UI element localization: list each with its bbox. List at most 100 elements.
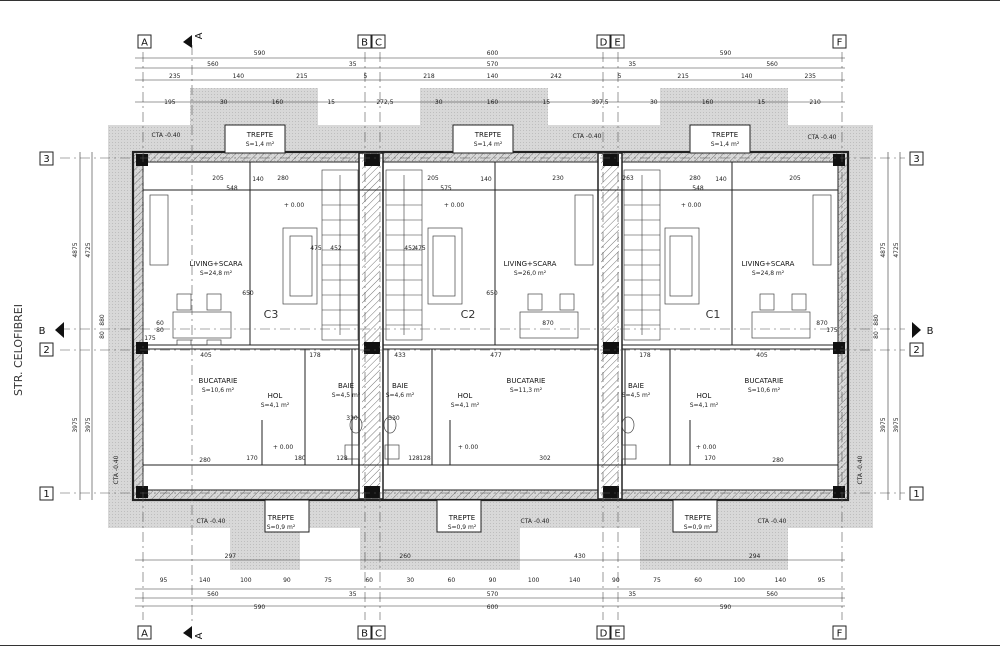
room-trepte-top-2: TREPTE	[711, 131, 738, 139]
porches	[224, 124, 751, 533]
room-bucatarie-0: BUCATARIE	[199, 377, 238, 385]
dim-inner-3: 575	[440, 185, 452, 192]
dim-bot-r2-14: 100	[733, 577, 745, 584]
dim-inner-16: 405	[756, 352, 768, 359]
area-living-0: S=24,8 m²	[200, 270, 233, 277]
dim-top-r3-9: 140	[741, 73, 753, 80]
axis-label-top-3: D	[600, 38, 608, 49]
axis-label-bottom-3: D	[600, 629, 608, 640]
dim-bot-r4-2: 590	[720, 604, 732, 611]
dim-top-r2-4: 560	[766, 61, 778, 68]
floor-level-2: + 0.00	[681, 202, 701, 209]
dim-inner-38: 60	[156, 320, 164, 327]
dim-top-r3-1: 140	[233, 73, 245, 80]
dim-bot-r2-11: 90	[612, 577, 620, 584]
dim-left-4: 3975	[85, 417, 92, 432]
area-living-2: S=24,8 m²	[752, 270, 785, 277]
room-living-0: LIVING+SCARA	[190, 260, 243, 268]
wall-hatch-bottom	[134, 490, 847, 499]
dim-inner-30: 870	[542, 320, 554, 327]
dim-top-r4-11: 15	[758, 99, 766, 106]
dim-left-2: 880	[99, 314, 106, 326]
dim-top-r1-2: 590	[720, 50, 732, 57]
dim-bot-r1-1: 260	[399, 553, 411, 560]
wall-hatch-top	[134, 153, 847, 162]
section-mark-bottom: A	[194, 632, 205, 639]
cta-level-0: CTA -0.40	[152, 132, 181, 139]
dim-bot-r2-5: 60	[365, 577, 373, 584]
dim-bot-r1-0: 297	[225, 553, 237, 560]
dim-top-r2-3: 35	[628, 61, 636, 68]
dim-inner-25: 302	[539, 455, 551, 462]
room-living-1: LIVING+SCARA	[504, 260, 557, 268]
dim-top-r4-2: 160	[272, 99, 284, 106]
room-trepte-top-1: TREPTE	[474, 131, 501, 139]
furniture	[149, 194, 832, 346]
dim-top-r4-3: 15	[327, 99, 335, 106]
axis-label-right-0: 3	[913, 154, 919, 165]
dim-inner-12: 140	[715, 176, 727, 183]
dim-top-r4-1: 30	[220, 99, 228, 106]
axis-label-top-2: C	[375, 38, 382, 49]
section-mark-left: B	[39, 326, 46, 337]
dim-top-r3-5: 140	[487, 73, 499, 80]
room-living-2: LIVING+SCARA	[742, 260, 795, 268]
cta-level-4: CTA -0.40	[521, 518, 550, 525]
dim-bot-r2-8: 90	[489, 577, 497, 584]
floor-level-0: + 0.00	[284, 202, 304, 209]
dim-inner-15: 477	[490, 352, 502, 359]
room-bucatarie-2: BUCATARIE	[745, 377, 784, 385]
dim-right-0: 4875	[880, 242, 887, 257]
area-trepte-bot-1: S=0,9 m²	[448, 524, 477, 531]
dim-inner-14: 433	[394, 352, 406, 359]
dim-inner-4: 230	[552, 175, 564, 182]
dim-right-4: 3975	[893, 417, 900, 432]
dim-top-r3-4: 218	[423, 73, 435, 80]
exterior-wall-inner	[142, 161, 839, 491]
room-hol-1: HOL	[458, 392, 473, 400]
cta-level-left: CTA -0.40	[113, 455, 120, 484]
dim-bot-r3-3: 35	[628, 591, 636, 598]
dim-inner-39: 80	[156, 327, 164, 334]
dim-top-r4-6: 160	[487, 99, 499, 106]
dim-bot-r2-13: 60	[694, 577, 702, 584]
structural-columns	[136, 154, 845, 498]
room-hol-2: HOL	[697, 392, 712, 400]
dim-bot-r2-0: 95	[160, 577, 168, 584]
axis-label-left-0: 3	[43, 154, 49, 165]
room-baie-2: BAIE	[628, 382, 644, 390]
dim-inner-20: 128	[408, 455, 420, 462]
area-baie-0: S=4,5 m²	[332, 392, 361, 399]
dim-bot-r2-2: 100	[240, 577, 252, 584]
dim-inner-17: 178	[309, 352, 321, 359]
dim-inner-6: 280	[689, 175, 701, 182]
dim-top-r3-2: 215	[296, 73, 308, 80]
dim-right-2: 880	[873, 314, 880, 326]
dim-top-r3-3: 5	[363, 73, 367, 80]
section-arrows	[55, 35, 921, 639]
area-hol-1: S=4,1 m²	[451, 402, 480, 409]
axis-label-bottom-2: C	[375, 629, 382, 640]
dim-top-r1-1: 600	[487, 50, 499, 57]
dim-inner-11: 140	[480, 176, 492, 183]
dim-bot-r2-7: 60	[448, 577, 456, 584]
axis-label-right-2: 1	[913, 489, 919, 500]
dim-bot-r2-10: 140	[569, 577, 581, 584]
floor-level-5: + 0.00	[696, 444, 716, 451]
room-hol-0: HOL	[268, 392, 283, 400]
dim-top-r4-12: 210	[809, 99, 821, 106]
dim-right-1: 4725	[893, 242, 900, 257]
unit-label-1: C2	[461, 308, 476, 321]
dim-top-r4-0: 195	[164, 99, 176, 106]
dim-top-r3-0: 235	[169, 73, 181, 80]
area-baie-1: S=4,6 m²	[386, 392, 415, 399]
dim-left-5: 80	[99, 331, 106, 339]
dim-inner-7: 205	[789, 175, 801, 182]
unit-label-0: C3	[264, 308, 279, 321]
floor-level-1: + 0.00	[444, 202, 464, 209]
dim-inner-29: 650	[486, 290, 498, 297]
dim-inner-23: 180	[294, 455, 306, 462]
dimension-lines	[79, 57, 901, 607]
